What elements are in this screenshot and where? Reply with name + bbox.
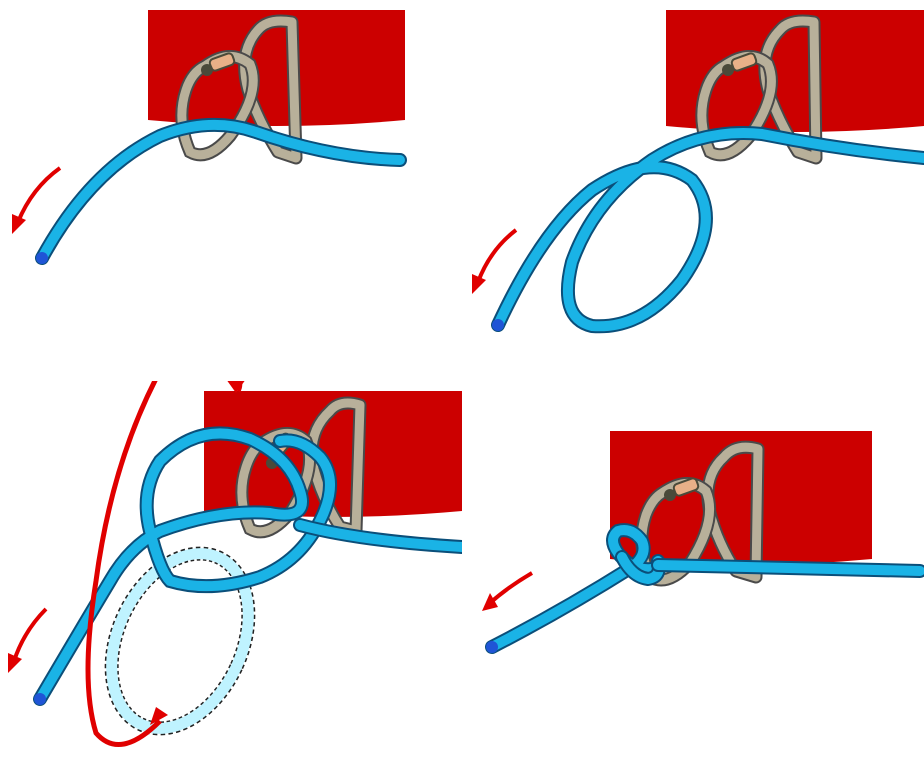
knot-icon [485, 523, 924, 654]
step-2-illustration [472, 10, 924, 334]
rope-end-icon [34, 693, 46, 705]
rope-loop-icon [33, 426, 462, 706]
direction-arrow-icon [482, 571, 534, 611]
direction-arrow-icon [8, 607, 48, 673]
rope-end-icon [36, 252, 48, 264]
step-2-panel [462, 0, 924, 381]
buckle-ring [701, 440, 765, 584]
carabiner [175, 50, 260, 162]
step-1-illustration [12, 10, 407, 265]
wrap-arrow-icon [85, 381, 245, 748]
direction-arrow-icon [12, 166, 62, 234]
rope-loop-icon [491, 126, 924, 334]
step-3-illustration [8, 381, 462, 748]
strap-band [204, 391, 462, 517]
step-4-panel [462, 381, 924, 762]
rope-end-icon [492, 319, 504, 331]
step-4-illustration [482, 431, 924, 654]
ghost-loop-icon [104, 546, 256, 736]
direction-arrow-icon [472, 228, 518, 294]
strap-band [666, 10, 924, 132]
carabiner [635, 477, 717, 587]
step-3-panel [0, 381, 462, 762]
carabiner [695, 50, 778, 162]
strap-band [148, 10, 405, 126]
step-1-panel [0, 0, 462, 381]
strap-band [610, 431, 872, 565]
rope-end-icon [486, 641, 498, 653]
rope-icon [35, 117, 407, 265]
